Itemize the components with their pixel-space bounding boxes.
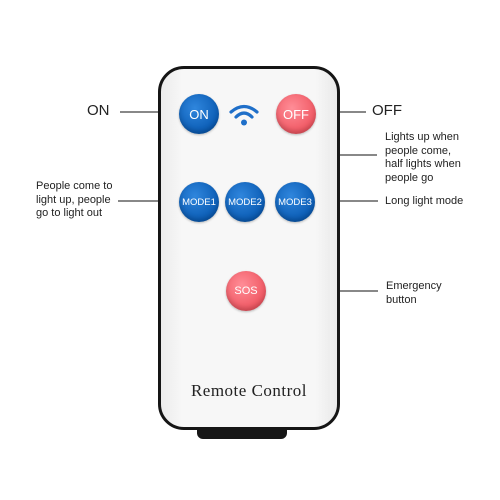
on-callout-label: ON: [87, 102, 110, 119]
remote-bottom-tab: [197, 428, 287, 439]
mode2-button[interactable]: MODE2: [225, 182, 265, 222]
wifi-signal-icon: [229, 104, 259, 126]
off-callout-label: OFF: [372, 102, 402, 119]
mode1-callout-label: People come to light up, people go to li…: [36, 180, 113, 219]
on-button[interactable]: ON: [179, 94, 219, 134]
mode3-callout-label: Long light mode: [385, 195, 464, 207]
off-button[interactable]: OFF: [276, 94, 316, 134]
mode3-button[interactable]: MODE3: [275, 182, 315, 222]
mode1-button[interactable]: MODE1: [179, 182, 219, 222]
remote-brand-text: Remote Control: [190, 381, 308, 400]
sos-callout-label: Emergency button: [386, 280, 442, 306]
sos-button[interactable]: SOS: [226, 271, 266, 311]
mode2-callout-label: Lights up when people come, half lights …: [385, 131, 461, 184]
